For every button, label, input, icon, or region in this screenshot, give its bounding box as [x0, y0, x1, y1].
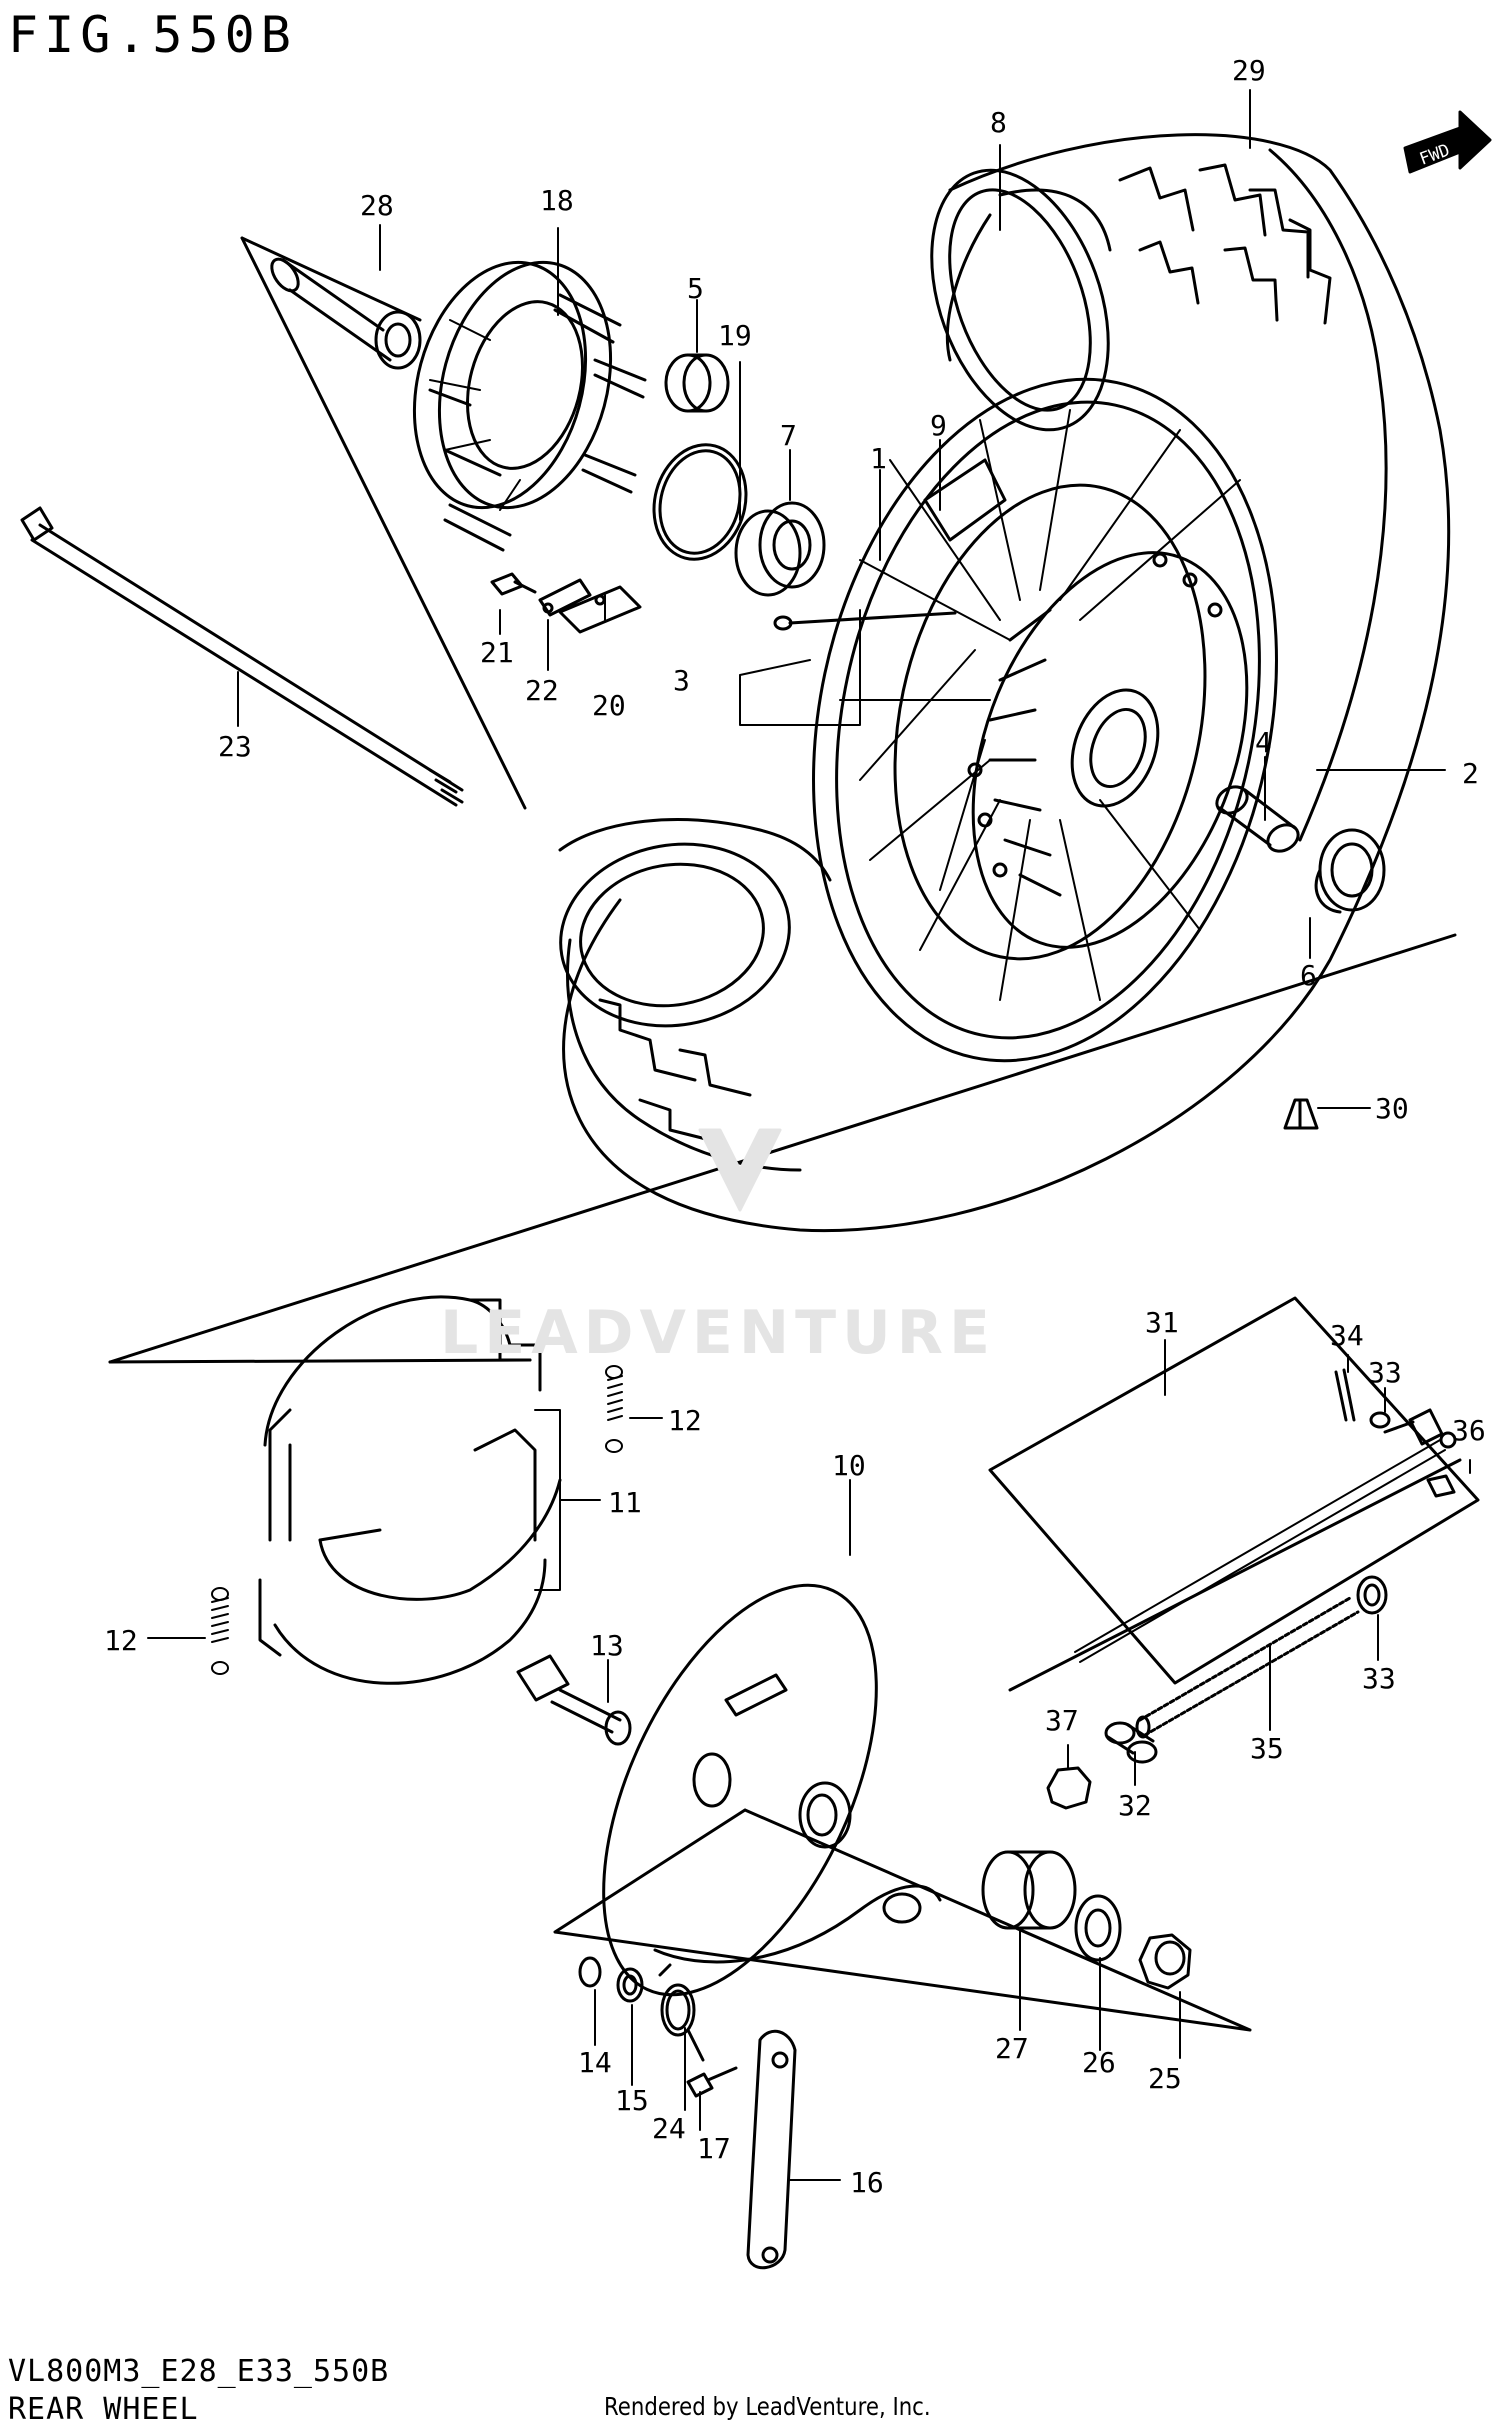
- callout-36: 36: [1452, 1414, 1486, 1447]
- o-ring: [652, 443, 748, 561]
- callout-11: 11: [608, 1486, 642, 1519]
- lever-bolt: [686, 2066, 738, 2098]
- wheel-spokes: [839, 409, 1241, 1001]
- axle-spacer: [1215, 785, 1300, 853]
- callout-13: 13: [590, 1629, 624, 1662]
- callout-17: 17: [697, 2132, 731, 2165]
- leader-lines: [147, 89, 1471, 2181]
- callout-22: 22: [525, 674, 559, 707]
- callout-15: 15: [615, 2084, 649, 2117]
- callout-6: 6: [1300, 959, 1317, 992]
- spoke-nipple: [773, 611, 957, 631]
- fwd-arrow-icon: FWD: [1403, 110, 1492, 174]
- watermark-emblem: [698, 1128, 782, 1212]
- group-bracket-wheel: [108, 933, 1457, 1364]
- damper-bush: [664, 353, 730, 413]
- return-spring-upper: [605, 1365, 623, 1453]
- callout-21: 21: [480, 636, 514, 669]
- callout-10: 10: [832, 1449, 866, 1482]
- callout-20: 20: [592, 689, 626, 722]
- callout-14: 14: [578, 2046, 612, 2079]
- collar: [981, 1850, 1077, 1930]
- bearing-right: [1314, 828, 1386, 914]
- callout-3: 3: [673, 664, 690, 697]
- callout-34: 34: [1330, 1319, 1364, 1352]
- rear-tire: [558, 133, 1451, 1233]
- rear-axle: [20, 506, 464, 807]
- cam-lever: [746, 2029, 797, 2270]
- callout-12a: 12: [668, 1404, 702, 1437]
- callout-32: 32: [1118, 1789, 1152, 1822]
- callout-24: 24: [652, 2112, 686, 2145]
- return-spring-lower: [211, 1587, 229, 1675]
- callout-33a: 33: [1368, 1356, 1402, 1389]
- callout-28: 28: [360, 189, 394, 222]
- bolt-and-lock-plate: [490, 572, 642, 634]
- callout-30: 30: [1375, 1092, 1409, 1125]
- callout-12b: 12: [104, 1624, 138, 1657]
- callout-33b: 33: [1362, 1662, 1396, 1695]
- callout-25: 25: [1148, 2062, 1182, 2095]
- rendered-by-credit: Rendered by LeadVenture, Inc.: [604, 2392, 931, 2421]
- callout-27: 27: [995, 2032, 1029, 2065]
- callout-29: 29: [1232, 54, 1266, 87]
- callout-31: 31: [1145, 1306, 1179, 1339]
- callout-35: 35: [1250, 1732, 1284, 1765]
- brake-shoes: [108, 1295, 562, 1685]
- brake-rod-group: [988, 1296, 1480, 1810]
- washer: [1074, 1894, 1122, 1962]
- callout-19: 19: [718, 319, 752, 352]
- bearing-left: [734, 501, 826, 597]
- axle-nut: [1138, 1933, 1192, 1990]
- brake-panel: [602, 1583, 942, 1997]
- valve-cap: [1283, 1098, 1319, 1130]
- callout-8: 8: [990, 106, 1007, 139]
- figure-title: FIG.550B: [8, 6, 297, 64]
- rim-band: [923, 458, 1007, 542]
- callout-37: 37: [1045, 1704, 1079, 1737]
- brake-cam: [516, 1654, 632, 1746]
- callout-23: 23: [218, 730, 252, 763]
- callout-7: 7: [780, 419, 797, 452]
- sprocket-hub-group: [240, 236, 647, 810]
- figure-caption: REAR WHEEL: [8, 2392, 199, 2427]
- callout-18: 18: [540, 184, 574, 217]
- callout-16: 16: [850, 2166, 884, 2199]
- callout-1: 1: [870, 442, 887, 475]
- indicator-spring: [658, 1963, 705, 2062]
- callout-labels: 1 2 3 4 5 6 7 8 9 10 11 12 12 13 14 15 1…: [104, 54, 1486, 2199]
- callout-2: 2: [1462, 757, 1479, 790]
- wheel-hub: [967, 551, 1249, 949]
- model-code: VL800M3_E28_E33_550B: [8, 2354, 390, 2389]
- callout-9: 9: [930, 409, 947, 442]
- seal-washer: [578, 1956, 644, 2003]
- wheel-rim: [812, 377, 1278, 1063]
- callout-4: 4: [1255, 726, 1272, 759]
- callout-26: 26: [1082, 2046, 1116, 2079]
- callout-5: 5: [687, 272, 704, 305]
- group-bracket-lever: [553, 1808, 1252, 2032]
- watermark-text: LEADVENTURE: [440, 1298, 996, 1368]
